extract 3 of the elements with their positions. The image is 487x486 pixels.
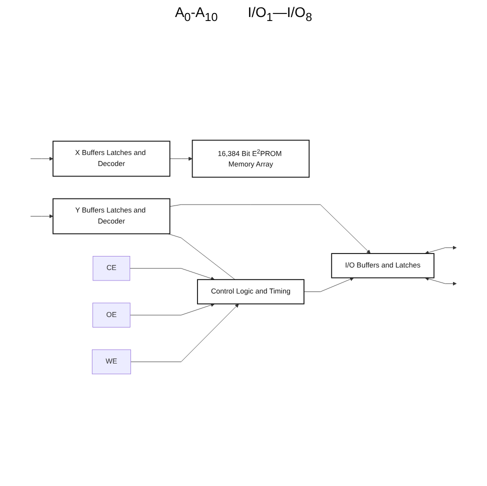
signal-label: A$_{0}$-A$_{10}$ (174, 4, 218, 24)
connector (168, 233, 236, 280)
signal-label: I/O$_{1}$—I/O$_{8}$ (248, 4, 312, 24)
